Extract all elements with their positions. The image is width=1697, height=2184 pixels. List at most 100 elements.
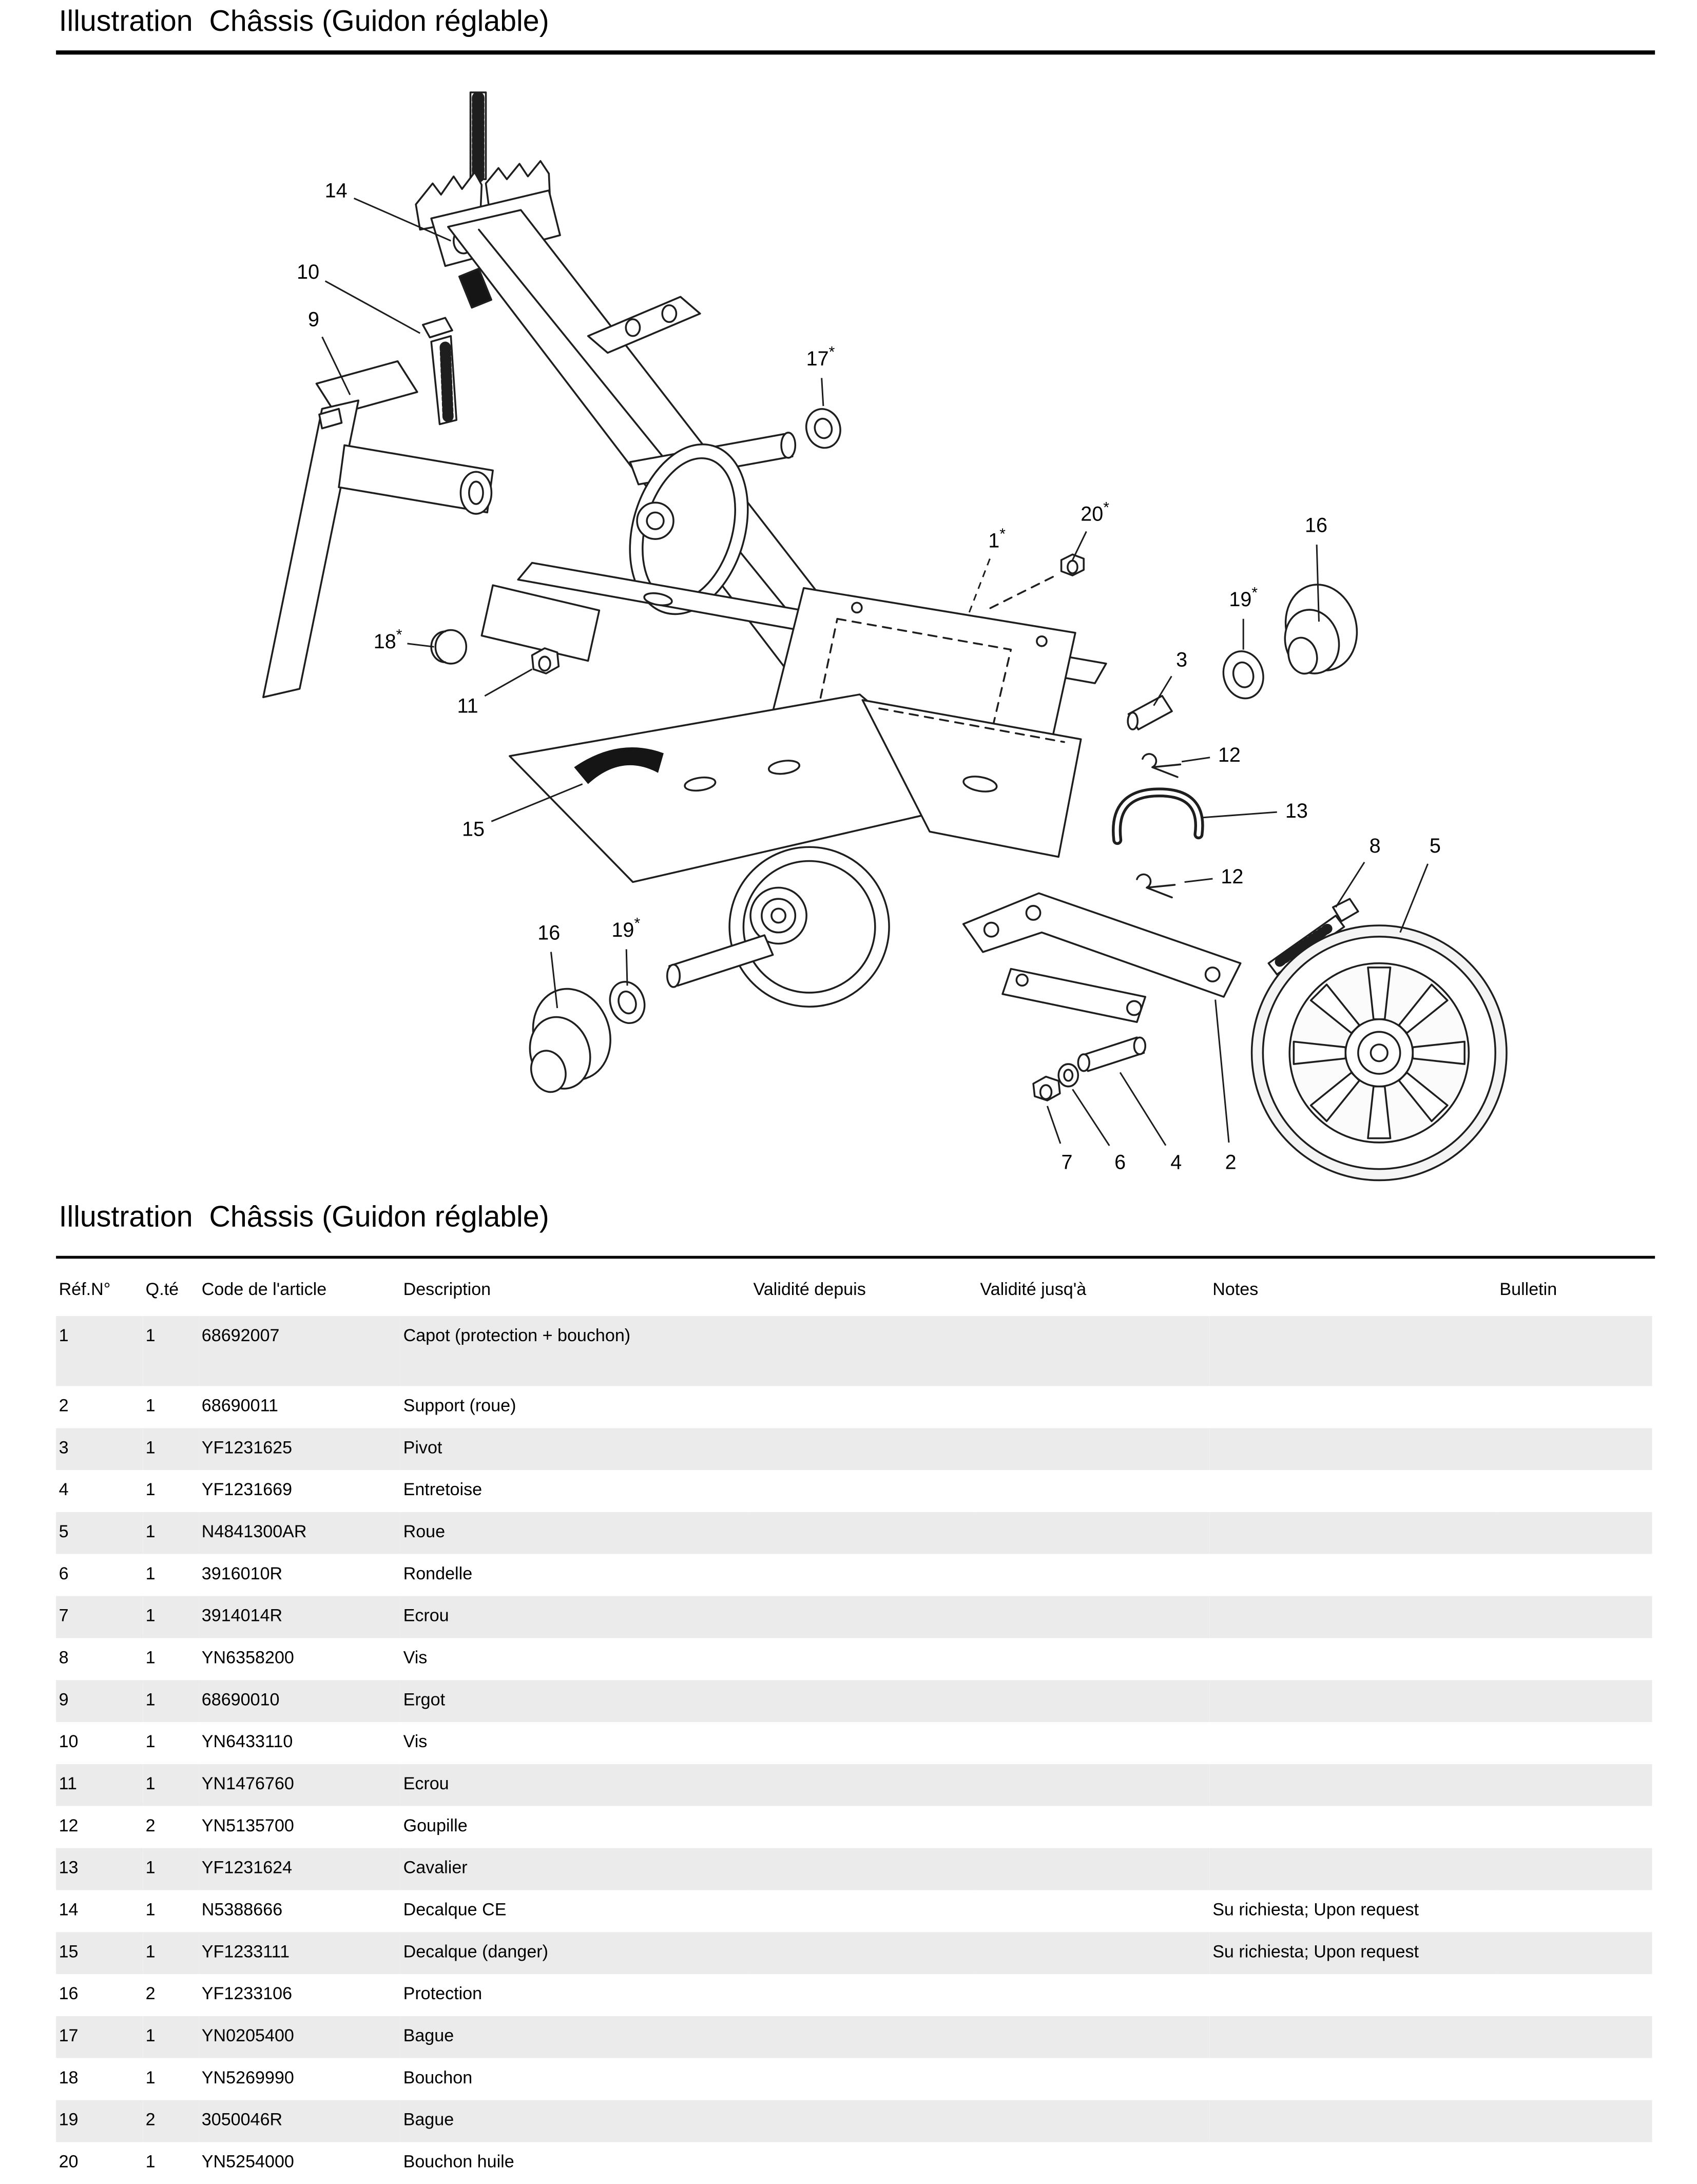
table-cell-code: YF1231624 xyxy=(201,1858,293,1878)
table-cell-qty: 1 xyxy=(145,1480,156,1500)
table-cell-qty: 1 xyxy=(145,2152,156,2172)
table-cell-ref: 3 xyxy=(59,1438,69,1458)
table-cell-ref: 7 xyxy=(59,1606,69,1626)
callout-label: 3 xyxy=(1176,648,1187,671)
callout-label: 16 xyxy=(1305,514,1327,537)
table-cell-validity_from xyxy=(750,1316,977,1386)
table-cell-description: Support (roue) xyxy=(403,1396,516,1416)
table-cell-bulletin xyxy=(1497,1386,1652,1428)
page-header: Illustration Châssis (Guidon réglable) xyxy=(56,3,1655,55)
table-cell-description: Ecrou xyxy=(403,1606,449,1626)
callout-label: 19* xyxy=(1229,585,1258,611)
table-cell-validity_from xyxy=(750,1428,977,1470)
table-section-header: Illustration Châssis (Guidon réglable) xyxy=(56,1199,1655,1259)
table-cell-notes xyxy=(1210,1428,1497,1470)
table-cell-ref: 12 xyxy=(59,1815,79,1836)
table-cell-code: YF1231625 xyxy=(201,1438,293,1458)
table-cell-bulletin xyxy=(1497,1470,1652,1512)
callout-label: 16 xyxy=(537,921,560,944)
table-cell-code: 3914014R xyxy=(201,1606,283,1626)
table-cell-description: Bague xyxy=(403,2025,454,2046)
table-cell-qty: 1 xyxy=(145,1522,156,1542)
column-header-0: Réf.N° xyxy=(59,1280,111,1300)
table-cell-qty: 1 xyxy=(145,1773,156,1794)
table-cell-validity_from xyxy=(750,1974,977,2016)
callout-label: 11 xyxy=(457,694,478,717)
table-cell-qty: 1 xyxy=(145,1326,156,1346)
callout-leader xyxy=(1072,531,1087,561)
table-cell-notes xyxy=(1210,1680,1497,1722)
callout-leader xyxy=(1153,675,1172,706)
table-cell-validity_to xyxy=(977,1512,1210,1554)
callout-label: 20* xyxy=(1081,499,1109,525)
table-cell-validity_from xyxy=(750,2016,977,2058)
table-cell-ref: 9 xyxy=(59,1690,69,1710)
table-cell-code: 3050046R xyxy=(201,2110,283,2130)
table-cell-ref: 5 xyxy=(59,1522,69,1542)
column-header-1: Q.té xyxy=(145,1280,179,1300)
table-cell-validity_to xyxy=(977,1764,1210,1806)
table-cell-validity_from xyxy=(750,2142,977,2184)
table-cell-description: Decalque (danger) xyxy=(403,1942,549,1962)
table-cell-code: 68690011 xyxy=(201,1396,278,1416)
table-cell-bulletin xyxy=(1497,1890,1652,1932)
callout-leader xyxy=(1046,1106,1062,1144)
table-cell-bulletin xyxy=(1497,2142,1652,2184)
table-cell-validity_from xyxy=(750,1386,977,1428)
callout-label: 12 xyxy=(1221,865,1243,888)
table-cell-notes xyxy=(1210,2016,1497,2058)
table-cell-qty: 1 xyxy=(145,2025,156,2046)
callout-leader xyxy=(1335,861,1365,908)
table-cell-code: YF1233111 xyxy=(201,1942,290,1962)
callout-leader xyxy=(1072,1089,1110,1146)
table-cell-bulletin xyxy=(1497,1554,1652,1596)
table-cell-description: Roue xyxy=(403,1522,446,1542)
callout-leader xyxy=(1181,757,1210,763)
table-cell-ref: 13 xyxy=(59,1858,79,1878)
table-cell-validity_to xyxy=(977,1680,1210,1722)
table-cell-notes xyxy=(1210,2058,1497,2100)
table-cell-qty: 1 xyxy=(145,2067,156,2088)
callout-leader xyxy=(968,558,991,614)
table-cell-validity_to xyxy=(977,2100,1210,2142)
table-cell-bulletin xyxy=(1497,2058,1652,2100)
callout-label: 15 xyxy=(462,818,485,840)
table-cell-ref: 20 xyxy=(59,2152,79,2172)
table-cell-notes xyxy=(1210,2142,1497,2184)
table-cell-ref: 18 xyxy=(59,2067,79,2088)
table-cell-validity_from xyxy=(750,1470,977,1512)
table-cell-bulletin xyxy=(1497,1680,1652,1722)
table-cell-code: YN6358200 xyxy=(201,1648,294,1668)
table-cell-description: Pivot xyxy=(403,1438,442,1458)
exploded-diagram-svg: 1410917*20*161*19*18*31112131585121619*7… xyxy=(262,91,1508,1182)
table-cell-notes xyxy=(1210,1764,1497,1806)
table-cell-validity_from xyxy=(750,2058,977,2100)
table-cell-ref: 17 xyxy=(59,2025,79,2046)
table-cell-qty: 1 xyxy=(145,1396,156,1416)
table-cell-description: Vis xyxy=(403,1732,428,1752)
table-cell-description: Decalque CE xyxy=(403,1900,507,1920)
table-cell-ref: 6 xyxy=(59,1563,69,1584)
callout-leader xyxy=(321,336,351,395)
table-cell-description: Capot (protection + bouchon) xyxy=(403,1326,631,1346)
callout-label: 10 xyxy=(297,261,319,283)
table-cell-qty: 1 xyxy=(145,1690,156,1710)
table-cell-description: Protection xyxy=(403,1984,483,2004)
table-cell-validity_from xyxy=(750,1848,977,1890)
table-cell-qty: 2 xyxy=(145,2110,156,2130)
callout-label: 8 xyxy=(1370,835,1381,857)
table-cell-description: Rondelle xyxy=(403,1563,473,1584)
callout-label: 2 xyxy=(1225,1151,1237,1174)
table-cell-ref: 19 xyxy=(59,2110,79,2130)
table-cell-bulletin xyxy=(1497,1596,1652,1638)
callout-label: 1* xyxy=(988,526,1006,552)
table-cell-qty: 1 xyxy=(145,1606,156,1626)
column-header-6: Notes xyxy=(1212,1280,1259,1300)
